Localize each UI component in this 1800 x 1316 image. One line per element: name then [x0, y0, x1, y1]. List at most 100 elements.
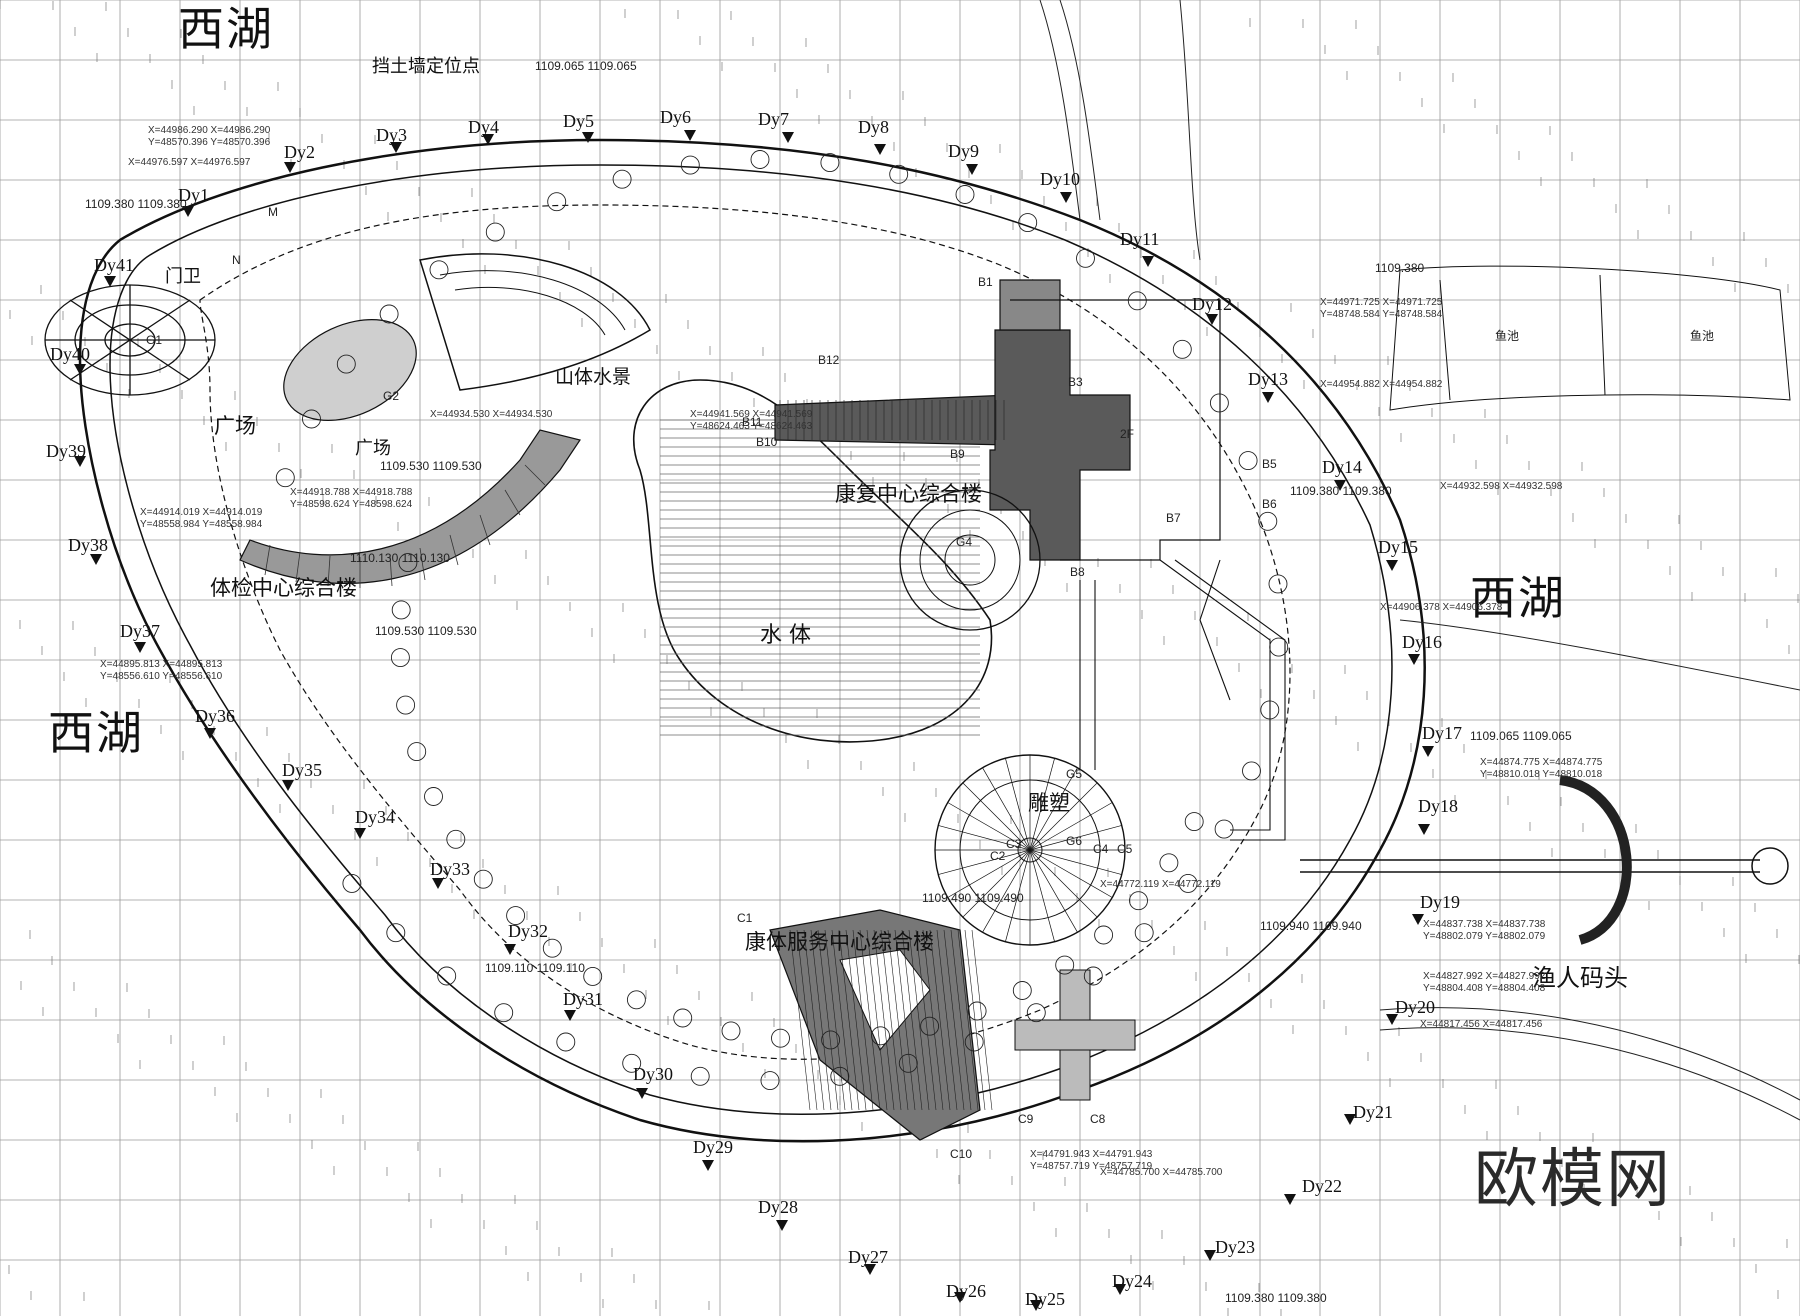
- elevation-label: 1109.940 1109.940: [1260, 919, 1362, 933]
- tree-icon: [1269, 637, 1289, 657]
- dy-label: Dy18: [1418, 796, 1458, 816]
- plaza-spoke: [1029, 849, 1122, 875]
- fish-ponds: [1389, 265, 1791, 411]
- water-body: [632, 379, 993, 743]
- dy-label: Dy33: [430, 859, 470, 879]
- service-stripe: [810, 929, 832, 1111]
- dy-label: Dy1: [178, 185, 209, 205]
- dy-label: Dy12: [1192, 294, 1232, 314]
- tree-icon: [424, 787, 443, 806]
- dy-marker-icon: [874, 144, 886, 155]
- dy-marker-icon: [74, 456, 86, 467]
- plaza-spoke: [1029, 782, 1098, 851]
- dy-marker-icon: [1262, 392, 1274, 403]
- tree-icon: [898, 1053, 918, 1073]
- dy-marker-icon: [504, 944, 516, 955]
- dy-label: Dy23: [1215, 1237, 1255, 1257]
- plaza-spoke: [1029, 758, 1055, 851]
- dy-marker-icon: [1334, 480, 1346, 491]
- dy-marker-icon: [1386, 560, 1398, 571]
- elevation-label: 1109.530 1109.530: [380, 459, 482, 473]
- service-stripe: [957, 929, 979, 1111]
- plaza-spoke: [962, 849, 1031, 918]
- dy-label: Dy41: [94, 255, 134, 275]
- lake-label-e: 西湖: [1470, 571, 1566, 625]
- elevation-label: 1109.380 1109.380: [85, 197, 187, 211]
- dy-marker-icon: [864, 1264, 876, 1275]
- tree-icon: [622, 1053, 642, 1073]
- service-center-building: [769, 909, 981, 1141]
- service-stripe: [838, 929, 860, 1111]
- tree-icon: [429, 260, 449, 280]
- tree-icon: [342, 873, 362, 893]
- point-code: G5: [1066, 767, 1083, 781]
- dy-marker-icon: [390, 142, 402, 153]
- service-stripe: [894, 929, 916, 1111]
- tree-icon: [1268, 574, 1288, 594]
- service-stripe: [873, 929, 895, 1111]
- tree-icon: [1242, 761, 1261, 781]
- tree-icon: [1258, 511, 1278, 531]
- dy-label: Dy2: [284, 142, 315, 162]
- dy-label: Dy26: [946, 1281, 986, 1301]
- coordinate-label: Y=48598.624 Y=48598.624: [290, 499, 413, 510]
- coordinate-label: Y=48810.018 Y=48810.018: [1480, 769, 1603, 780]
- paved-paths: [1079, 559, 1286, 841]
- tree-icon: [1018, 213, 1038, 233]
- dy-marker-icon: [74, 364, 86, 375]
- rehab-center-label: 康复中心综合楼: [835, 482, 982, 506]
- dy-label: Dy36: [195, 706, 235, 726]
- tree-icon: [1184, 812, 1204, 832]
- point-code: B1: [978, 275, 993, 289]
- dy-marker-icon: [776, 1220, 788, 1231]
- coordinate-label: X=44785.700 X=44785.700: [1100, 1167, 1223, 1178]
- mountain-water-label: 山体水景: [555, 366, 632, 388]
- service-stripe: [880, 929, 902, 1111]
- tree-icon: [1159, 853, 1179, 873]
- service-stripe: [908, 929, 930, 1111]
- coordinate-label: Y=48558.984 Y=48558.984: [140, 519, 263, 530]
- point-code: G1: [146, 333, 163, 347]
- point-code: C10: [950, 1147, 973, 1161]
- dy-label: Dy8: [858, 117, 889, 137]
- point-code: 2F: [1120, 427, 1135, 441]
- point-code: B12: [818, 353, 840, 367]
- point-code: B9: [950, 447, 965, 461]
- coordinate-label: Y=48570.396 Y=48570.396: [148, 137, 271, 148]
- point-code: G6: [1066, 834, 1083, 848]
- point-code: C4: [1093, 842, 1109, 856]
- point-code: C9: [1018, 1112, 1034, 1126]
- elevation-label: 1109.065 1109.065: [1470, 729, 1572, 743]
- watermark-logo: 欧模网: [1474, 1143, 1672, 1215]
- tree-icon: [1214, 819, 1234, 839]
- service-stripe: [859, 929, 881, 1111]
- tree-icon: [1127, 291, 1147, 311]
- physical-center-building: [239, 429, 581, 585]
- service-stripe: [971, 929, 993, 1111]
- point-code: G2: [383, 389, 400, 403]
- dy-label: Dy16: [1402, 632, 1442, 652]
- dy-marker-icon: [284, 162, 296, 173]
- tree-icon: [955, 185, 975, 204]
- dy-marker-icon: [1206, 314, 1218, 325]
- tree-icon: [379, 304, 399, 324]
- tree-icon: [1260, 700, 1280, 720]
- dy-marker-icon: [1386, 1014, 1398, 1025]
- rehab-center-building: [774, 279, 1221, 561]
- elevation-label: 1109.530 1109.530: [375, 624, 477, 638]
- dy-marker-icon: [432, 878, 444, 889]
- service-stripe: [803, 929, 825, 1111]
- tree-symbols: [275, 150, 1289, 1091]
- service-stripe: [866, 929, 888, 1111]
- plaza-label-b: 广场: [355, 438, 391, 459]
- plaza-spoke: [1029, 849, 1055, 942]
- tree-icon: [542, 938, 562, 958]
- dy-label: Dy15: [1378, 537, 1418, 557]
- coordinate-label: Y=48748.584 Y=48748.584: [1320, 309, 1443, 320]
- point-code: B5: [1262, 457, 1277, 471]
- fisherman-pier-label: 渔人码头: [1532, 964, 1628, 992]
- plaza-spoke: [938, 849, 1031, 875]
- coordinate-label: X=44914.019 X=44914.019: [140, 507, 263, 518]
